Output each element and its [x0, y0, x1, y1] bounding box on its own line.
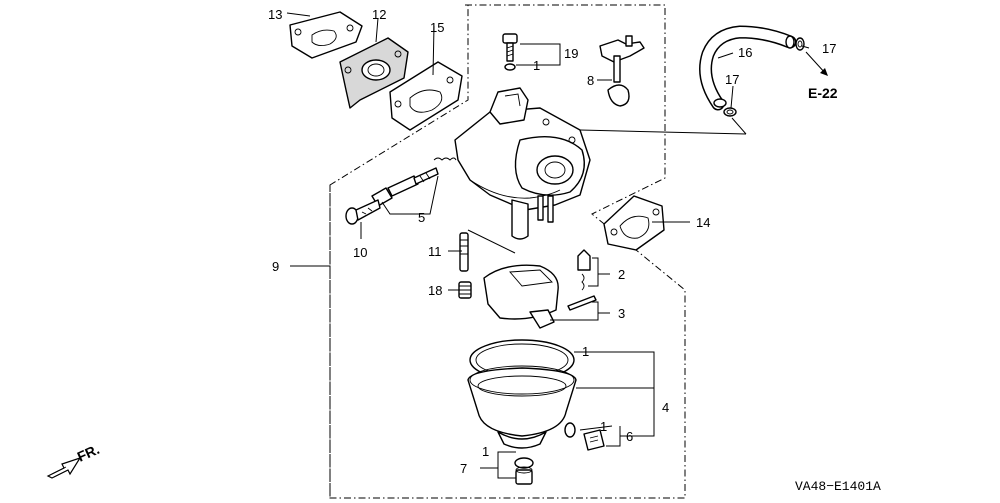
callout-13: 13: [268, 7, 282, 22]
float-pin-3: [567, 295, 597, 311]
screw-10: [345, 199, 381, 225]
carburetor-body: [454, 87, 591, 240]
main-jet-18: [458, 281, 472, 299]
float: [483, 264, 559, 329]
callout-6: 6: [626, 429, 633, 444]
callout-1-bolt: 1: [482, 444, 489, 459]
callout-3: 3: [618, 306, 625, 321]
main-nozzle-11: [459, 232, 469, 272]
callout-1-drain: 1: [600, 419, 607, 434]
bolt-7: [514, 457, 534, 485]
gasket-14: [603, 195, 665, 251]
callout-15: 15: [430, 20, 444, 35]
callout-14: 14: [696, 215, 710, 230]
tube-clip-17a: [795, 37, 805, 51]
callout-1-top: 1: [533, 58, 540, 73]
callout-18: 18: [428, 283, 442, 298]
callout-1-gasket: 1: [582, 344, 589, 359]
reference-arrow: [805, 51, 828, 76]
gasket-13: [289, 11, 363, 59]
front-arrow-icon: [46, 456, 82, 479]
float-chamber-4: [467, 365, 577, 449]
leader-lines: [286, 12, 810, 479]
callout-16: 16: [738, 45, 752, 60]
pilot-screw-5: [371, 157, 457, 207]
diagram-code: VA48−E1401A: [795, 479, 881, 494]
callout-11: 11: [428, 244, 442, 259]
gasket-15: [389, 61, 463, 131]
float-valve-2: [577, 249, 591, 291]
callout-2: 2: [618, 267, 625, 282]
screw-19: [502, 33, 518, 71]
callout-7: 7: [460, 461, 467, 476]
callout-9: 9: [272, 259, 279, 274]
callout-17-lower: 17: [725, 72, 739, 87]
insulator-12: [339, 37, 409, 109]
callout-12: 12: [372, 7, 386, 22]
tube-clip-17b: [723, 107, 737, 117]
callout-5: 5: [418, 210, 425, 225]
callout-17-upper: 17: [822, 41, 836, 56]
ref-section-e22: E-22: [808, 85, 838, 101]
choke-valve-8: [599, 35, 645, 107]
callout-10: 10: [353, 245, 367, 260]
front-label: FR.: [75, 441, 102, 465]
fuel-tube-16: [699, 25, 797, 111]
carburetor-assembly-boundary: [329, 4, 686, 499]
drain-screw-6: [564, 422, 605, 451]
callout-19: 19: [564, 46, 578, 61]
callout-8: 8: [587, 73, 594, 88]
callout-labels: 13 12 15 19 1 8 16 17 17 E-22 14 9 10 5 …: [75, 7, 881, 494]
callout-4: 4: [662, 400, 669, 415]
